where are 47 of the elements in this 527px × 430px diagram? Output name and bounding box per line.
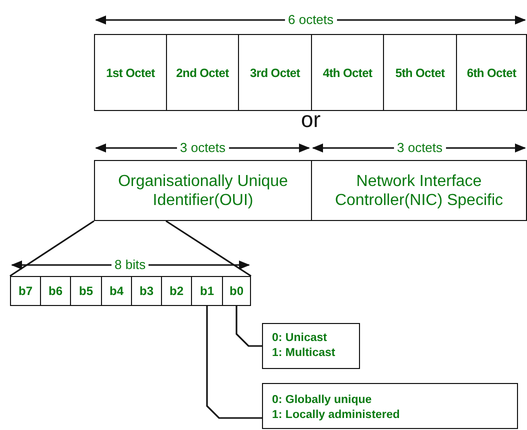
node-text: b5	[78, 284, 93, 298]
node-text: 1st Octet	[106, 66, 155, 80]
octet-cell	[311, 34, 384, 111]
bit-cell	[101, 276, 132, 306]
address-field-box	[311, 160, 527, 221]
node-text: b2	[169, 284, 184, 298]
node-text: b4	[109, 284, 124, 298]
bit-cell	[40, 276, 71, 306]
info-box	[262, 323, 360, 369]
dimension-label: 3 octets	[179, 141, 227, 155]
dimension-label: 6 octets	[287, 13, 335, 27]
octet-cell	[94, 34, 167, 111]
node-text: Organisationally Unique Identifier(OUI)	[117, 172, 289, 210]
node-text: 0: Globally unique	[272, 393, 372, 408]
node-text: 0: Unicast	[272, 331, 327, 346]
bit-cell	[222, 276, 251, 306]
octet-cell	[166, 34, 239, 111]
node-text: b7	[18, 284, 32, 298]
node-text: 1: Locally administered	[272, 408, 400, 423]
node-text: 5th Octet	[395, 66, 445, 80]
node-text: 1: Multicast	[272, 346, 336, 361]
octet-cell	[238, 34, 312, 111]
node-text: 6th Octet	[466, 66, 516, 80]
bit-cell	[70, 276, 102, 306]
dimension-label: 3 octets	[396, 141, 444, 155]
bit-cell	[191, 276, 223, 306]
info-box	[262, 383, 518, 429]
node-text: b1	[200, 284, 214, 298]
dimension-label: 8 bits	[114, 258, 147, 272]
connector-line	[236, 306, 262, 347]
connector-line	[10, 220, 94, 277]
octet-cell	[383, 34, 457, 111]
address-field-box	[94, 160, 312, 221]
node-text: 2nd Octet	[176, 66, 229, 80]
node-text: b0	[229, 284, 244, 298]
connector-line	[166, 220, 252, 277]
octet-cell	[456, 34, 527, 111]
bit-cell	[161, 276, 192, 306]
node-text: 3rd Octet	[250, 66, 300, 80]
separator-text: or	[301, 107, 321, 133]
bit-cell	[131, 276, 162, 306]
connector-line	[206, 306, 262, 419]
node-text: Network Interface Controller(NIC) Specific	[334, 172, 504, 210]
node-text: 4th Octet	[322, 66, 372, 80]
bit-cell	[10, 276, 41, 306]
node-text: b3	[139, 284, 154, 298]
node-text: b6	[48, 284, 62, 298]
